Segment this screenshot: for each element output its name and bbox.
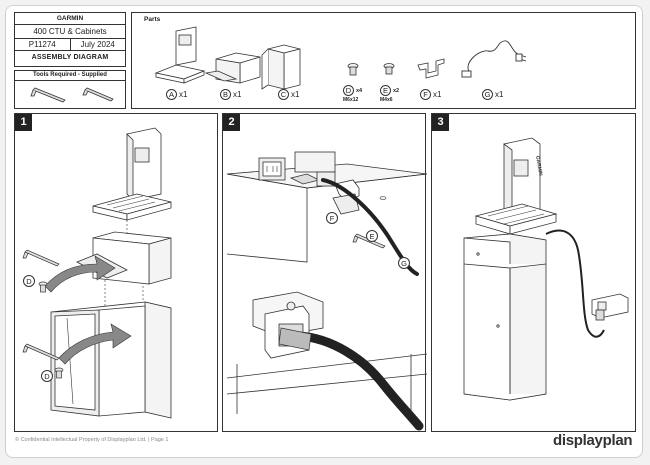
part-g-cable-icon bbox=[461, 40, 527, 78]
part-qty: x2 bbox=[393, 87, 400, 94]
part-size: M4x6 bbox=[380, 97, 393, 103]
part-size: M6x12 bbox=[343, 97, 359, 103]
model-name: 400 CTU & Cabinets bbox=[33, 27, 107, 36]
doc-date: July 2024 bbox=[80, 40, 115, 49]
part-b-box-icon bbox=[204, 52, 261, 84]
doc-title: ASSEMBLY DIAGRAM bbox=[31, 54, 109, 61]
parts-drawings bbox=[154, 26, 527, 90]
step-number: 1 bbox=[15, 114, 32, 131]
part-qty: x1 bbox=[233, 90, 242, 99]
part-e-screw-icon bbox=[383, 63, 395, 75]
step-2-drawing bbox=[226, 151, 427, 431]
callout-g: G bbox=[398, 257, 410, 269]
callout-d: D bbox=[23, 275, 35, 287]
parts-header: Parts bbox=[144, 16, 161, 23]
part-qty: x1 bbox=[179, 90, 188, 99]
step-2-panel: 2 F E G bbox=[222, 113, 427, 432]
part-a-kiosk-icon bbox=[154, 26, 206, 84]
footer-text: © Confidential Intellectual Property of … bbox=[15, 437, 169, 443]
step-number: 3 bbox=[432, 114, 449, 131]
title-block: GARMIN 400 CTU & Cabinets P11274 July 20… bbox=[14, 12, 126, 67]
part-letter: B bbox=[220, 89, 231, 100]
displayplan-logo: displayplan bbox=[553, 432, 633, 449]
part-qty: x1 bbox=[291, 90, 300, 99]
part-d-screw-icon bbox=[347, 63, 359, 76]
brand-name: GARMIN bbox=[15, 13, 125, 25]
part-f-bracket-icon bbox=[417, 58, 445, 79]
part-qty: x1 bbox=[495, 90, 504, 99]
step-1-panel: 1 bbox=[14, 113, 218, 432]
part-date-row: P11274 July 2024 bbox=[15, 38, 125, 51]
step-1-drawing bbox=[22, 127, 172, 419]
tools-header: Tools Required - Supplied bbox=[15, 71, 125, 81]
wall-outlet-icon bbox=[591, 293, 629, 321]
hex-key-icon bbox=[30, 87, 114, 103]
part-letter: F bbox=[420, 89, 431, 100]
step-number: 2 bbox=[223, 114, 240, 131]
parts-block: Parts bbox=[131, 12, 636, 109]
part-c-cabinet-icon bbox=[261, 44, 301, 90]
callout-e: E bbox=[366, 230, 378, 242]
callout-f: F bbox=[326, 212, 338, 224]
step-3-panel: 3 GARMIN bbox=[431, 113, 636, 432]
callout-d: D bbox=[41, 370, 53, 382]
part-number: P11274 bbox=[15, 39, 71, 50]
part-letter: G bbox=[482, 89, 493, 100]
part-qty: x1 bbox=[433, 90, 442, 99]
part-letter: E bbox=[380, 85, 391, 96]
step-3-drawing: GARMIN bbox=[463, 137, 629, 401]
tools-block: Tools Required - Supplied bbox=[14, 70, 126, 109]
part-letter: A bbox=[166, 89, 177, 100]
kiosk-brand-text: GARMIN bbox=[534, 155, 543, 176]
part-letter: C bbox=[278, 89, 289, 100]
part-letter: D bbox=[343, 85, 354, 96]
part-qty: x4 bbox=[356, 87, 363, 94]
